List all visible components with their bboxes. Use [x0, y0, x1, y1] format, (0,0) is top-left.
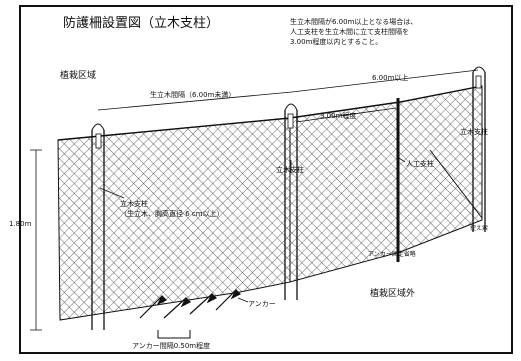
label-tree-post-right: 立木支柱: [460, 127, 488, 136]
dim-tree-spacing: [97, 91, 293, 111]
tree-post-right: [472, 66, 486, 232]
anchors: [139, 288, 242, 319]
label-guy-wire: 控え索: [470, 224, 488, 232]
label-tree-post-left-2: （生立木、胸高直径 6 cm以上）: [120, 209, 224, 218]
leader-artificial: [398, 157, 406, 163]
anchor-spacing-bracket: [157, 330, 191, 339]
mesh-panel-left: [57, 117, 291, 321]
dim-height: [30, 149, 42, 331]
label-tree-post-mid: 立木支柱: [276, 165, 304, 174]
note-line-2: 人工支柱を生立木間に立て支柱間隔を: [290, 27, 409, 36]
region-inside: 植栽区域: [60, 69, 96, 81]
label-over-spacing: 6.00m以上: [372, 73, 408, 82]
dim-sub-spacing: [295, 107, 397, 123]
label-anchor-spacing: アンカー間隔0.50m程度: [132, 341, 210, 350]
region-outside: 植栽区域外: [370, 287, 415, 299]
label-anchor-wire: アンカー固定省略: [368, 250, 416, 258]
label-sub-spacing: 3.00m程度: [320, 111, 356, 120]
top-rope: [57, 85, 483, 141]
label-artificial-post: 人工支柱: [406, 159, 434, 168]
note-line-3: 3.00m程度以内とすること。: [290, 37, 382, 46]
guy-wire-line: [429, 149, 483, 219]
leader-tree-left: [99, 187, 125, 199]
label-tree-post-left-1: 立木支柱: [120, 199, 148, 208]
tree-post-left: [91, 123, 105, 330]
label-tree-spacing: 生立木間隔（6.00m未満）: [150, 90, 235, 99]
tree-post-mid: [284, 103, 298, 300]
label-anchor: アンカー: [248, 300, 276, 308]
note-line-1: 生立木間隔が6.00m以上となる場合は、: [290, 17, 417, 26]
leader-anchor: [237, 297, 249, 303]
dim-over-spacing: [291, 69, 479, 93]
diagram-title: 防護柵設置図（立木支柱）: [63, 15, 219, 31]
label-height: 1.80m: [9, 220, 32, 228]
